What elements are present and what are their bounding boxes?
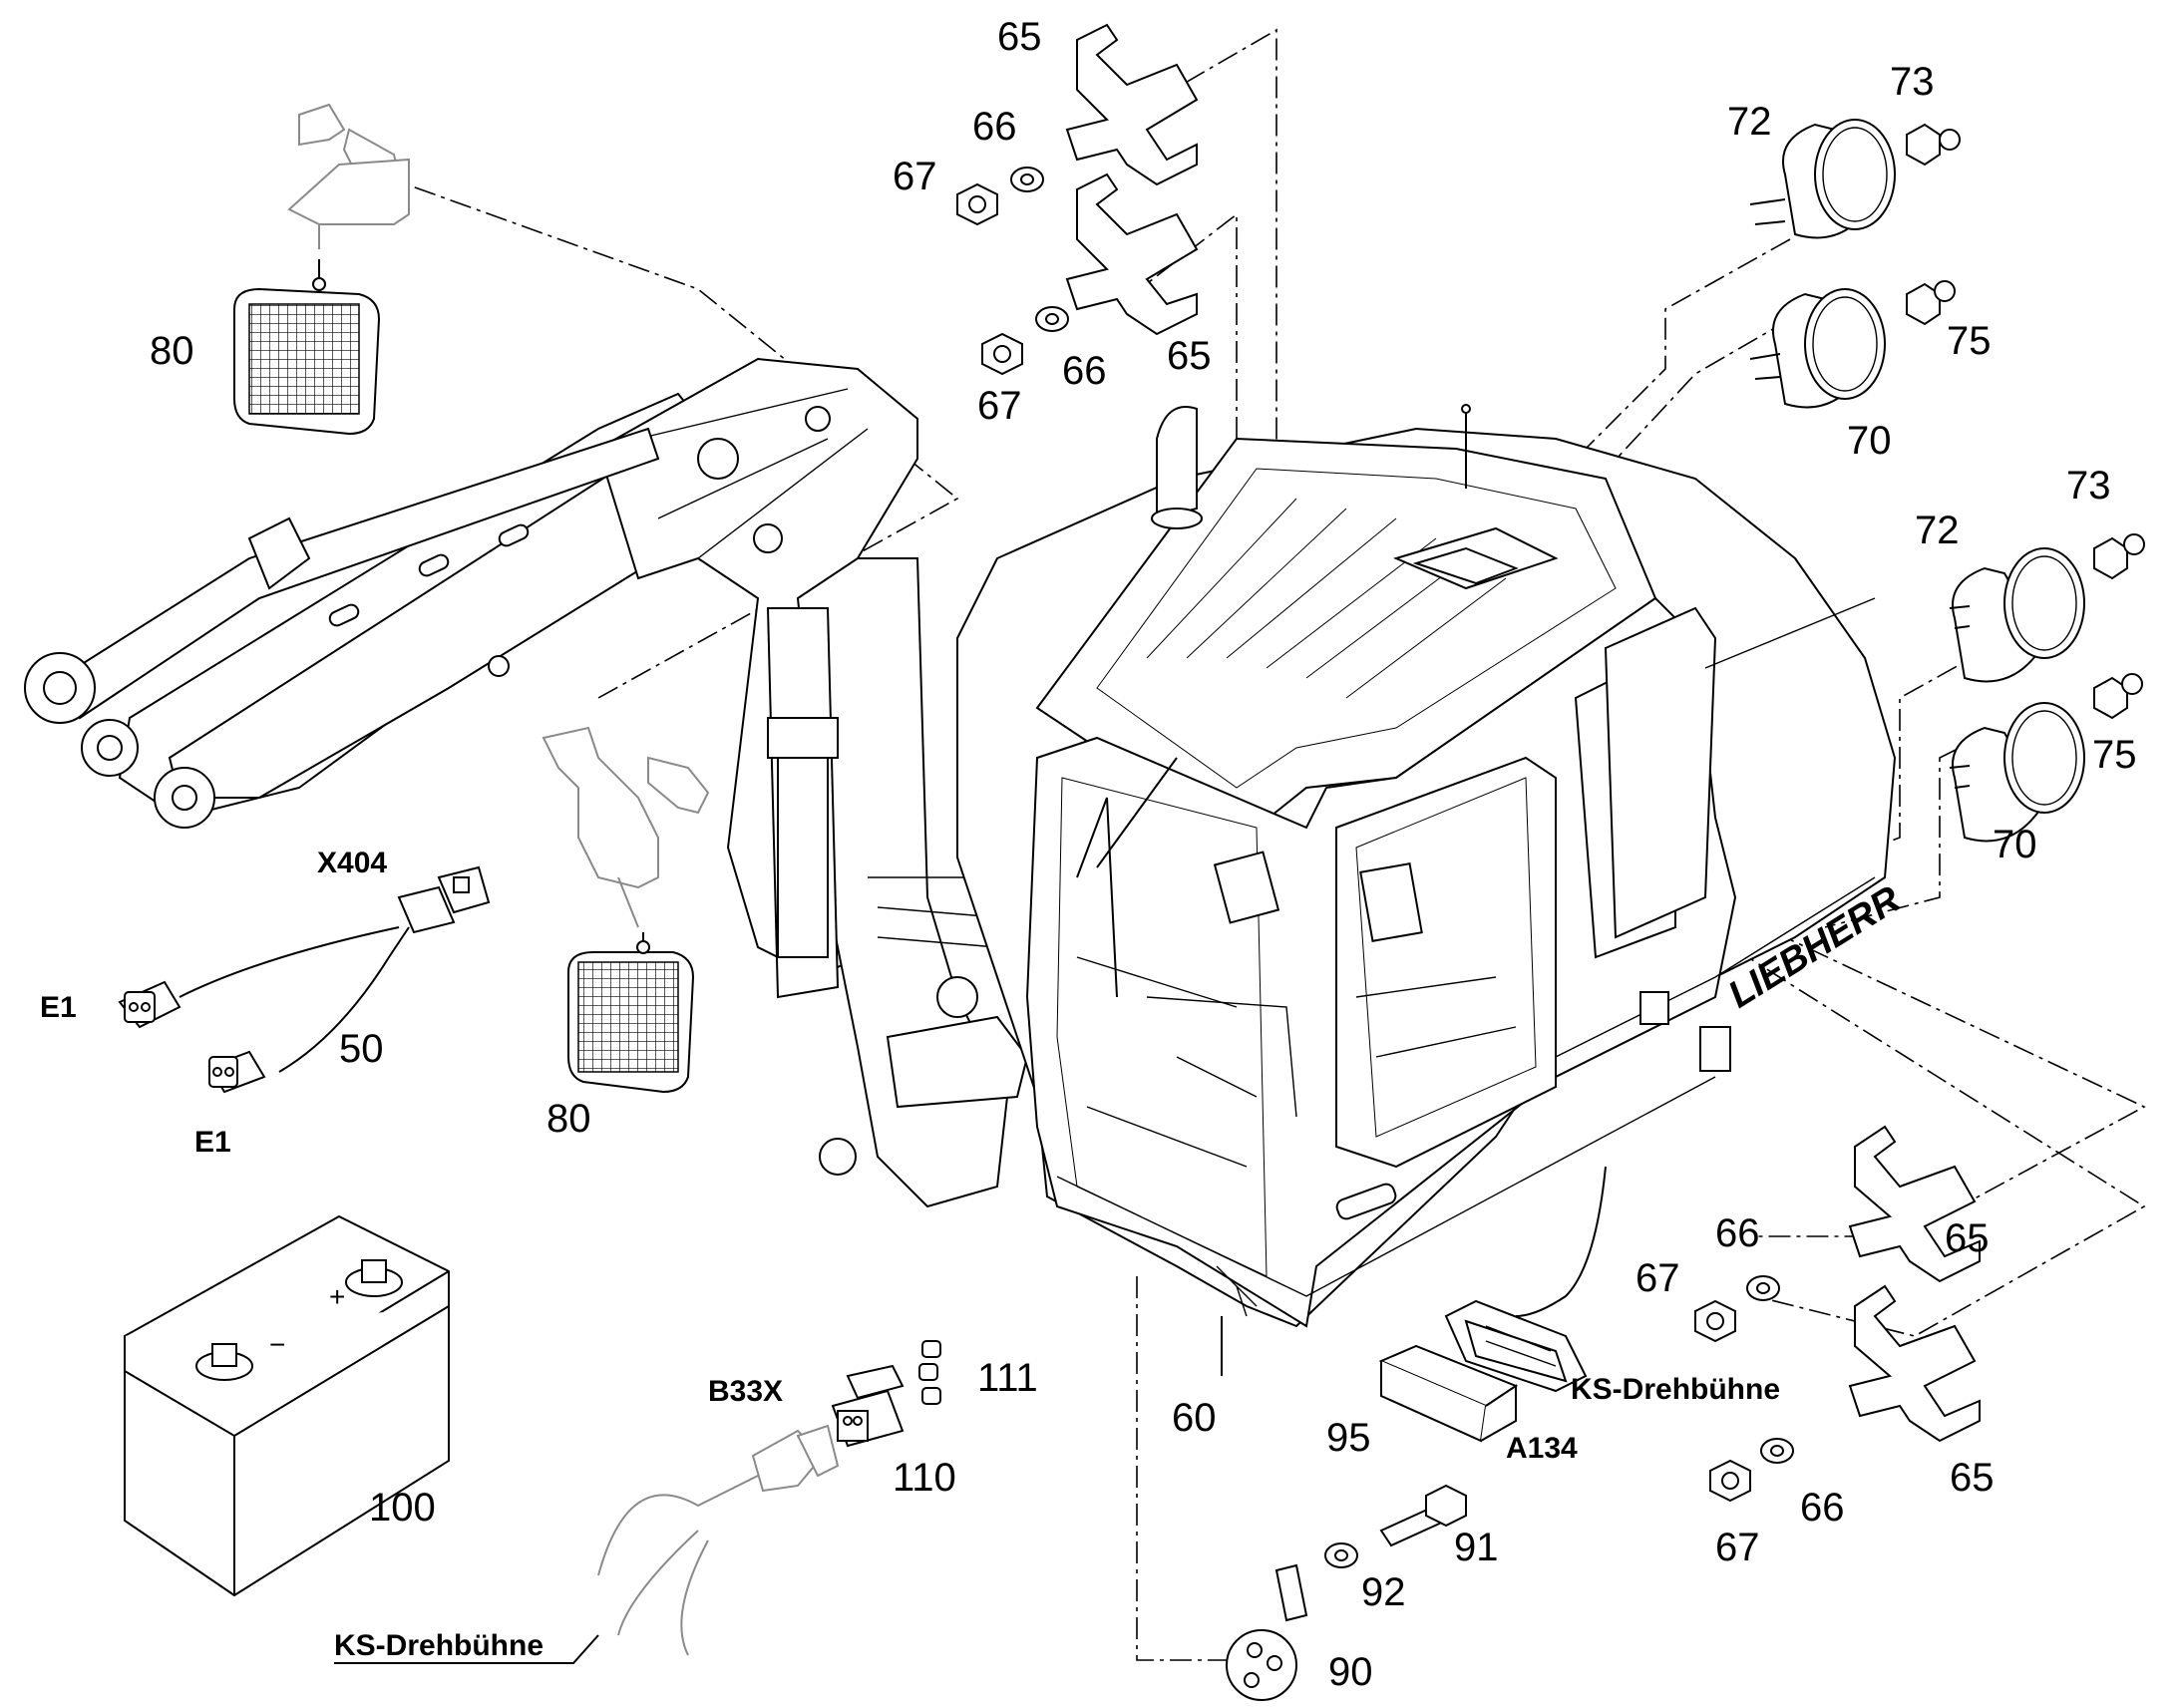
callout-92: 92 — [1361, 1570, 1406, 1614]
callout-72: 72 — [1727, 100, 1772, 144]
callout-67: 67 — [893, 155, 937, 198]
nut-67-b — [981, 332, 1023, 376]
lamp-bracket-top — [287, 103, 410, 249]
work-lamp-80-bottom — [567, 932, 695, 1094]
label-ks-drehbuehne-right: KS-Drehbühne — [1571, 1373, 1780, 1406]
connector-b33x — [597, 1424, 840, 1656]
callout-60: 60 — [1172, 1396, 1217, 1440]
wiring-harness-50 — [118, 865, 491, 1094]
label-a134: A134 — [1506, 1432, 1578, 1465]
horn-90 — [1226, 1563, 1308, 1701]
callout-66: 66 — [972, 105, 1017, 149]
callout-72: 72 — [1915, 509, 1960, 552]
callout-95: 95 — [1326, 1416, 1371, 1460]
callout-90: 90 — [1328, 1650, 1373, 1694]
callout-70: 70 — [1847, 419, 1892, 463]
callout-80: 80 — [546, 1097, 591, 1141]
lamp-bracket-bottom — [542, 726, 710, 928]
label-b33x: B33X — [708, 1375, 783, 1408]
washer-92 — [1324, 1542, 1358, 1568]
nut-75-top — [1906, 280, 1956, 326]
connector-110 — [831, 1364, 905, 1448]
callout-65: 65 — [1950, 1456, 1995, 1500]
speaker-72-bottom — [1949, 547, 2085, 683]
bolt-91 — [1379, 1484, 1467, 1547]
label-x404: X404 — [317, 847, 387, 879]
label-e1-top: E1 — [40, 991, 77, 1024]
callout-100: 100 — [369, 1486, 436, 1530]
callout-66: 66 — [1800, 1486, 1845, 1530]
text-labels: X404 E1 E1 B33X KS-Drehbühne KS-Drehbühn… — [40, 847, 1780, 1664]
washer-66-b — [1035, 306, 1069, 332]
speaker-72-top — [1749, 119, 1896, 239]
washer-66-c — [1746, 1275, 1780, 1301]
battery-plus-mark: + — [329, 1281, 345, 1312]
callout-73: 73 — [1890, 60, 1935, 104]
callout-65: 65 — [1945, 1216, 1990, 1260]
callout-67: 67 — [1715, 1526, 1760, 1569]
callout-50: 50 — [339, 1027, 384, 1071]
callout-65: 65 — [1167, 334, 1212, 378]
bracket-65-right-bottom — [1848, 1284, 1981, 1443]
ks-leader-left — [334, 1634, 599, 1664]
callout-91: 91 — [1454, 1526, 1499, 1569]
callout-numbers: 65 66 67 67 66 65 72 73 75 70 72 73 75 7… — [150, 15, 2137, 1694]
label-ks-drehbuehne-left: KS-Drehbühne — [334, 1629, 544, 1662]
nut-75-bottom — [2093, 673, 2143, 720]
callout-67: 67 — [977, 384, 1022, 428]
battery-minus-mark: − — [269, 1329, 285, 1360]
boom-arm-assembly — [24, 357, 1038, 1208]
connector-a134 — [1444, 1299, 1588, 1393]
washer-66-d — [1760, 1438, 1794, 1464]
callout-110: 110 — [893, 1456, 956, 1500]
bracket-65-right-top — [1848, 1125, 1981, 1283]
socket-95 — [1378, 1344, 1519, 1443]
label-e1-bottom: E1 — [194, 1126, 231, 1159]
callout-67: 67 — [1635, 1256, 1680, 1300]
bracket-65-mid — [1065, 172, 1199, 336]
speaker-70-top — [1749, 288, 1886, 409]
callout-66: 66 — [1715, 1211, 1760, 1255]
plugs-111 — [918, 1340, 941, 1405]
bracket-65-top — [1065, 23, 1199, 186]
battery-100: + − — [124, 1214, 450, 1597]
callout-80: 80 — [150, 329, 194, 373]
callout-65: 65 — [997, 15, 1042, 59]
callout-75: 75 — [1947, 319, 1992, 363]
work-lamp-80-top — [233, 259, 381, 436]
callout-66: 66 — [1062, 349, 1107, 393]
nut-73-top — [1906, 123, 1961, 167]
speaker-70-bottom — [1949, 702, 2085, 843]
nut-67-d — [1709, 1459, 1751, 1503]
callout-70: 70 — [1993, 823, 2037, 866]
callout-75: 75 — [2092, 733, 2137, 777]
nut-67-a — [956, 182, 998, 226]
nut-73-bottom — [2093, 533, 2145, 580]
excavator-cab: LIEBHERR — [956, 404, 1908, 1328]
callout-73: 73 — [2066, 464, 2111, 508]
callout-111: 111 — [977, 1356, 1038, 1400]
washer-66-a — [1010, 167, 1044, 192]
nut-67-c — [1694, 1299, 1736, 1343]
